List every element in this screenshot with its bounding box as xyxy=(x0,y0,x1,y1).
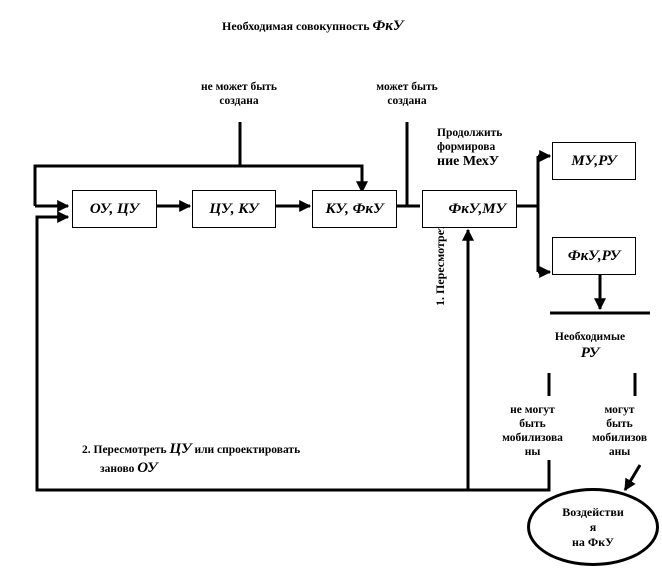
can-mobilize-line2: быть xyxy=(606,418,633,430)
box-cu-ku: ЦУ, КУ xyxy=(192,190,276,228)
arrow-to-ellipse xyxy=(623,464,642,492)
box-ou-cu: ОУ, ЦУ xyxy=(72,190,157,228)
ellipse-line2: я xyxy=(589,519,597,534)
cannot-mobilize-line4: ны xyxy=(524,446,541,458)
cannot-create-label: не может быть создана xyxy=(189,80,289,108)
review-cu-prefix: 2. Пересмотреть xyxy=(82,444,170,456)
cannot-mobilize-line3: мобилизова xyxy=(502,432,563,444)
feedback-loop-bottom xyxy=(35,211,551,492)
can-mobilize-label: могут быть мобилизов аны xyxy=(582,403,657,459)
review-cu-label: 2. Пересмотреть ЦУ или спроектировать за… xyxy=(82,440,300,478)
ellipse-line3: на ФкУ xyxy=(572,534,614,549)
cannot-mobilize-line2: быть xyxy=(519,418,546,430)
title-prefix: Необходимая совокупность xyxy=(222,19,373,33)
box-fku-mu: ФкУ,МУ xyxy=(422,190,517,228)
cannot-mobilize-label: не могут быть мобилизова ны xyxy=(495,403,570,459)
continue-forming-label: Продолжить формирова ние МехУ xyxy=(437,126,502,170)
can-create-label: может быть создана xyxy=(362,80,452,108)
continue-forming-line2: формирова xyxy=(437,141,496,153)
top-loop-line xyxy=(33,164,368,206)
continue-forming-line3: ние МехУ xyxy=(437,154,500,169)
box-ku-fku: КУ, ФкУ xyxy=(312,190,397,228)
review-cu-line2: заново xyxy=(100,463,138,475)
cannot-create-line1: не может быть xyxy=(200,81,278,93)
ellipse-line1: Воздействи xyxy=(562,504,624,519)
can-create-line2: создана xyxy=(387,95,427,107)
review-cu-term2: ОУ xyxy=(137,460,158,476)
box-mu-ru: МУ,РУ xyxy=(552,142,636,180)
can-mobilize-line1: могут xyxy=(604,404,635,416)
diagram-title: Необходимая совокупность ФкУ xyxy=(222,16,403,36)
cannot-mobilize-line1: не могут xyxy=(510,404,555,416)
needed-line1: Необходимые xyxy=(554,331,626,343)
title-term: ФкУ xyxy=(372,18,404,34)
box-fku-ru: ФкУ,РУ xyxy=(552,237,636,275)
continue-forming-line1: Продолжить xyxy=(437,127,503,139)
review-cu-tail: или спроектировать xyxy=(191,444,301,456)
needed-term: РУ xyxy=(580,345,600,361)
needed-ru-label: Необходимые РУ xyxy=(540,330,640,362)
cannot-create-line2: создана xyxy=(219,95,259,107)
can-create-line1: может быть xyxy=(376,81,438,93)
can-mobilize-line4: аны xyxy=(608,446,631,458)
review-cu-term: ЦУ xyxy=(169,441,192,457)
impact-ellipse: Воздействи я на ФкУ xyxy=(527,488,659,566)
can-mobilize-line3: мобилизов xyxy=(591,432,648,444)
